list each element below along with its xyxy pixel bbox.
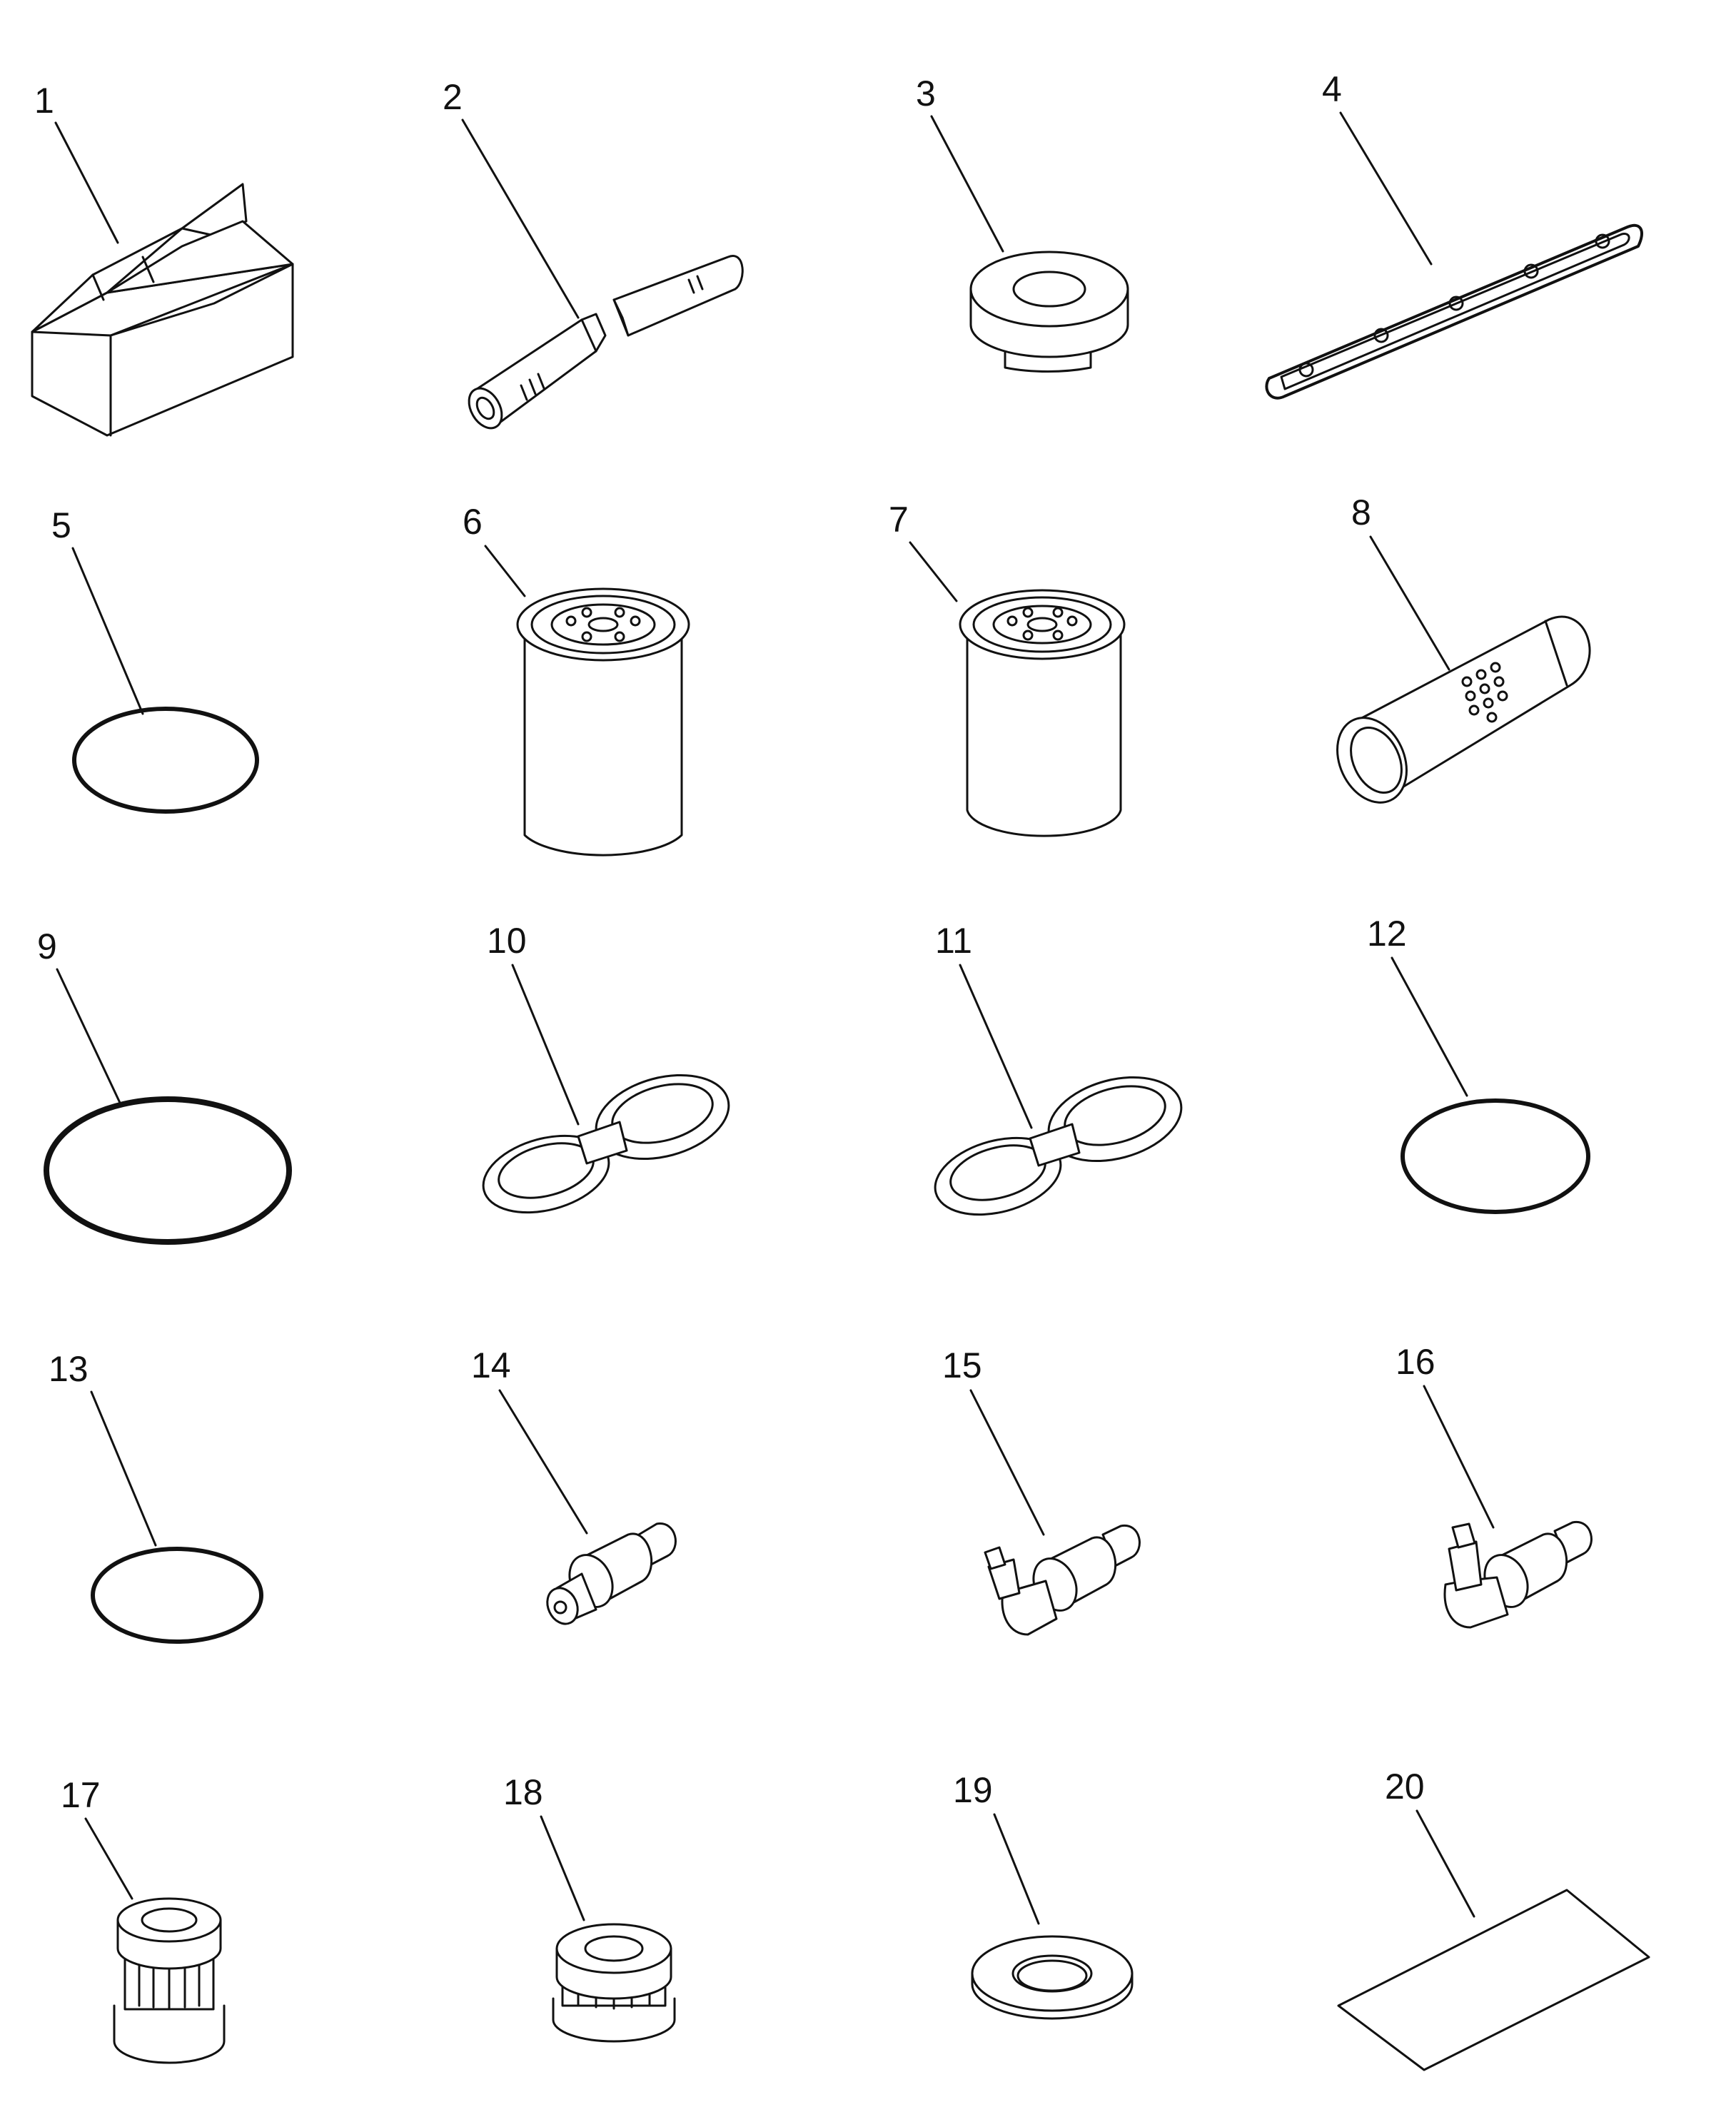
filter-wrench-icon — [482, 1073, 730, 1214]
part-4: 4 — [1265, 69, 1643, 400]
part-2: 2 — [443, 77, 744, 430]
part-8: 8 — [1336, 492, 1591, 804]
leader-line — [1391, 956, 1468, 1097]
callout-number: 11 — [935, 921, 972, 961]
strainer-icon — [552, 1923, 676, 2043]
o-ring-icon — [91, 1547, 263, 1644]
callout-number: 10 — [487, 921, 527, 961]
leader-line — [993, 1813, 1040, 1925]
callout-number: 6 — [463, 502, 483, 542]
callout-number: 20 — [1385, 1767, 1425, 1807]
callout-number: 3 — [916, 74, 936, 113]
bushing-icon — [969, 251, 1129, 373]
strainer-icon — [113, 1897, 226, 2064]
callout-number: 13 — [49, 1349, 89, 1389]
elbow-fitting-icon — [1443, 1521, 1593, 1629]
leader-line — [84, 1817, 133, 1900]
leader-line — [498, 1389, 588, 1535]
callout-number: 14 — [471, 1345, 511, 1385]
part-13: 13 — [49, 1349, 263, 1644]
part-7: 7 — [889, 500, 1126, 837]
leader-line — [1369, 535, 1450, 671]
filter-wrench-icon — [934, 1076, 1183, 1216]
cover-gasket-icon — [1265, 224, 1643, 400]
part-15: 15 — [942, 1345, 1141, 1636]
spin-on-filter-icon — [959, 589, 1126, 837]
callout-number: 15 — [942, 1345, 982, 1385]
callout-number: 2 — [443, 77, 463, 117]
callout-number: 17 — [61, 1775, 101, 1815]
box-icon — [31, 183, 294, 437]
leader-line — [930, 115, 1004, 253]
callout-number: 12 — [1367, 914, 1407, 954]
callout-number: 5 — [51, 505, 71, 545]
leader-line — [54, 121, 119, 244]
leader-line — [959, 964, 1033, 1129]
part-20: 20 — [1337, 1767, 1650, 2071]
part-17: 17 — [61, 1775, 226, 2064]
leader-line — [540, 1815, 585, 1921]
leader-line — [1339, 111, 1433, 266]
callout-number: 7 — [889, 500, 909, 540]
callout-number: 9 — [37, 926, 57, 966]
callout-number: 16 — [1396, 1342, 1435, 1382]
o-ring-icon — [44, 1096, 292, 1245]
part-18: 18 — [503, 1772, 676, 2043]
leader-line — [969, 1389, 1045, 1536]
leader-line — [484, 545, 526, 597]
part-1: 1 — [31, 81, 294, 437]
part-6: 6 — [463, 502, 690, 857]
washer-icon — [971, 1935, 1134, 2020]
part-10: 10 — [482, 921, 730, 1214]
leader-line — [71, 547, 144, 715]
part-5: 5 — [51, 505, 259, 814]
callout-number: 1 — [34, 81, 54, 121]
elbow-fitting-icon — [984, 1525, 1141, 1636]
leader-line — [461, 118, 580, 319]
part-11: 11 — [934, 921, 1183, 1216]
hose-icon — [468, 255, 744, 430]
part-16: 16 — [1396, 1342, 1593, 1629]
part-12: 12 — [1367, 914, 1590, 1214]
o-ring-icon — [1401, 1098, 1590, 1214]
leader-line — [90, 1390, 157, 1547]
spin-on-filter-icon — [516, 587, 690, 857]
part-19: 19 — [953, 1770, 1134, 2020]
leader-line — [56, 968, 121, 1104]
leader-line — [909, 541, 958, 602]
filter-element-icon — [1336, 615, 1591, 804]
leader-line — [1415, 1809, 1475, 1918]
leader-line — [511, 964, 580, 1126]
callout-number: 4 — [1322, 69, 1342, 109]
callout-number: 8 — [1351, 492, 1371, 532]
leader-line — [1423, 1385, 1495, 1529]
callout-number: 19 — [953, 1770, 993, 1810]
o-ring-icon — [72, 707, 259, 814]
part-3: 3 — [916, 74, 1129, 373]
part-14: 14 — [471, 1345, 677, 1625]
part-9: 9 — [37, 926, 292, 1245]
straight-fitting-icon — [546, 1522, 677, 1625]
callout-number: 18 — [503, 1772, 543, 1812]
sheet-icon — [1337, 1889, 1650, 2071]
